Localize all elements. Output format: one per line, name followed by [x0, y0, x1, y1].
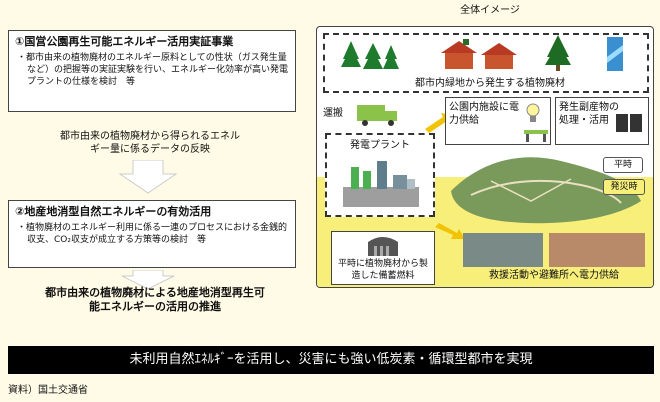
- plant-icon: [343, 161, 419, 207]
- transport-label: 運搬: [323, 108, 343, 119]
- overview-panel: 都市内緑地から発生する植物廃材 運搬 発電プラント 公園内施設に電力供給 発生副…: [316, 26, 654, 288]
- bench-icon: [524, 130, 548, 142]
- rescue-photo-2: [549, 233, 645, 267]
- tree-icon: [545, 35, 571, 71]
- project-box-1: ①国営公園再生可能エネルギー活用実証事業 ・都市由来の植物廃材のエネルギー原料と…: [8, 30, 296, 112]
- barrels-icon: [616, 114, 642, 132]
- project-box-2: ②地産地消型自然エネルギーの有効活用 ・植物廃材のエネルギー利用に係る一連のプロ…: [8, 200, 296, 268]
- project-2-body: ・植物廃材のエネルギー利用に係る一連のプロセスにおける金銭的収支、CO₂収支が成…: [17, 223, 288, 245]
- houses-icon: [441, 39, 517, 69]
- supply-label: 公園内施設に電力供給: [449, 102, 519, 126]
- power-plant-box: 発電プラント: [325, 133, 435, 217]
- arrow-to-rescue: [435, 223, 465, 239]
- byproduct-box: 発生副産物の処理・活用: [555, 97, 649, 145]
- green-area-box: 都市内緑地から発生する植物廃材: [323, 33, 649, 93]
- byproduct-label: 発生副産物の処理・活用: [559, 102, 619, 126]
- park-map-image: [451, 157, 641, 224]
- down-arrow-1: [118, 160, 178, 194]
- fuel-box: 平時に植物廃材から製造した備蓄燃料: [331, 231, 435, 285]
- goal-banner-text: 未利用自然ｴﾈﾙｷﾞｰを活用し、災害にも強い低炭素・循環型都市を実現: [129, 352, 533, 367]
- disaster-badge: 発災時: [603, 179, 645, 195]
- down-arrow-2: [121, 270, 175, 290]
- plant-label: 発電プラント: [350, 140, 410, 151]
- truck-icon: [357, 105, 397, 126]
- green-label: 都市内緑地から発生する植物廃材: [415, 78, 565, 89]
- tall-building-icon: [607, 37, 623, 71]
- project-2-title: ②地産地消型自然エネルギーの有効活用: [15, 205, 212, 218]
- feedback-text: 都市由来の植物廃材から得られるエネルギー量に係るデータの反映: [60, 131, 240, 155]
- source-note: 資料）国土交通省: [8, 385, 88, 396]
- rescue-photo-1: [463, 233, 543, 267]
- promotion-text: 都市由来の植物廃材による地産地消型再生可能エネルギーの活用の推進: [45, 286, 265, 313]
- goal-banner: 未利用自然ｴﾈﾙｷﾞｰを活用し、災害にも強い低炭素・循環型都市を実現: [8, 346, 654, 374]
- supply-box: 公園内施設に電力供給: [445, 97, 551, 145]
- lightbulb-icon: [526, 103, 540, 122]
- fuel-storage-icon: [368, 237, 398, 256]
- project-1-title: ①国営公園再生可能エネルギー活用実証事業: [15, 35, 234, 48]
- project-1-body: ・都市由来の植物廃材のエネルギー原料としての性状（ガス発生量など）の把握等の実証…: [17, 53, 289, 87]
- overview-title: 全体イメージ: [460, 5, 520, 16]
- trees-icon: [341, 41, 399, 69]
- fuel-label: 平時に植物廃材から製造した備蓄燃料: [337, 259, 428, 281]
- normal-badge: 平時: [603, 157, 643, 173]
- rescue-label: 救援活動や避難所へ電力供給: [489, 270, 619, 281]
